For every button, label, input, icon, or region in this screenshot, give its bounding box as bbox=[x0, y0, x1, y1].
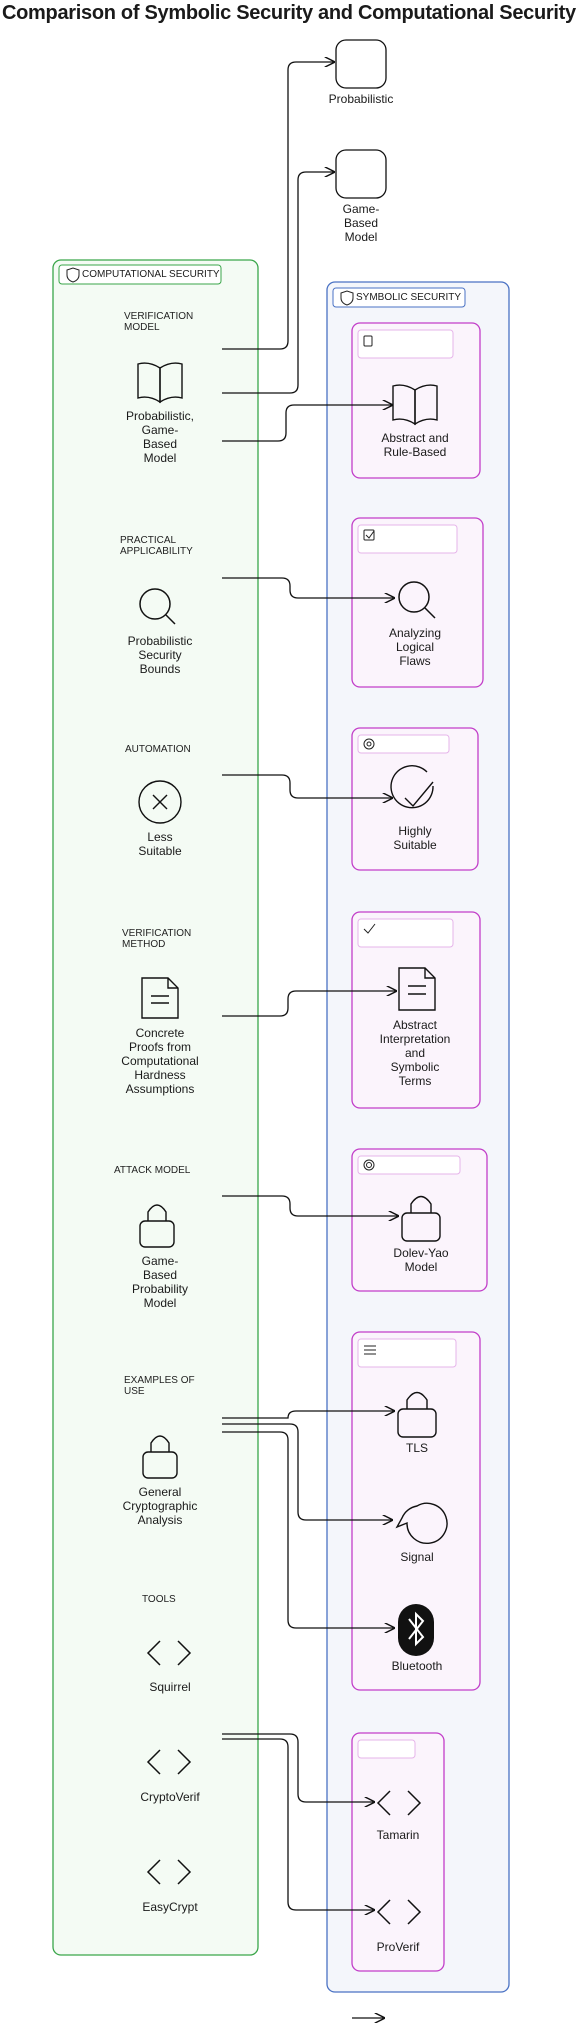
symbolic-label-tls: TLS bbox=[405, 1441, 428, 1455]
group-logical bbox=[351, 517, 484, 688]
code-icon bbox=[146, 1640, 192, 1666]
group-tools bbox=[351, 1732, 445, 1972]
symbolic-label-logical: Analyzing Logical Flaws bbox=[388, 626, 442, 668]
lock-icon bbox=[401, 1195, 441, 1242]
bluetooth-icon bbox=[398, 1604, 434, 1656]
book-icon bbox=[392, 384, 438, 426]
symbolic-label-tamarin: Tamarin bbox=[376, 1828, 420, 1842]
checkbox-small-icon bbox=[363, 529, 375, 541]
group-abstract bbox=[351, 322, 481, 479]
game-based-node-label: Game- Based Model bbox=[342, 202, 380, 244]
symbolic-label-signal: Signal bbox=[400, 1550, 434, 1564]
symbolic-label-proverif: ProVerif bbox=[376, 1940, 420, 1954]
page-title: Comparison of Symbolic Security and Comp… bbox=[2, 2, 576, 24]
group-dolev bbox=[351, 1148, 488, 1292]
gear-small-icon bbox=[363, 738, 375, 750]
computational-label: Concrete Proofs from Computational Hardn… bbox=[121, 1026, 199, 1096]
code-icon bbox=[376, 1899, 422, 1925]
computational-label: Probabilistic Security Bounds bbox=[127, 634, 193, 676]
symbolic-label-bluetooth: Bluetooth bbox=[391, 1659, 443, 1673]
computational-lane bbox=[52, 259, 259, 1956]
lock-icon bbox=[139, 1204, 175, 1248]
probabilistic-node bbox=[335, 39, 387, 89]
probabilistic-node-label: Probabilistic bbox=[328, 92, 394, 106]
group-examples bbox=[351, 1331, 481, 1691]
computational-label: General Cryptographic Analysis bbox=[122, 1485, 198, 1527]
symbolic-label-suitable: Highly Suitable bbox=[393, 824, 437, 852]
caption-practical-applicability: PRACTICAL APPLICABILITY bbox=[120, 535, 193, 557]
symbolic-label-dolev: Dolev-Yao Model bbox=[393, 1246, 449, 1274]
computational-label: Less Suitable bbox=[138, 830, 182, 858]
lock-icon bbox=[142, 1435, 178, 1479]
symbolic-label-abstract: Abstract and Rule-Based bbox=[381, 431, 449, 459]
target-small-icon bbox=[363, 1159, 375, 1171]
code-icon bbox=[146, 1859, 192, 1885]
search-icon bbox=[398, 581, 436, 619]
document-icon bbox=[141, 977, 179, 1019]
book-small-icon bbox=[363, 335, 373, 347]
search-icon bbox=[139, 588, 176, 625]
tool-label-squirrel: Squirrel bbox=[149, 1680, 191, 1694]
shield-icon bbox=[66, 267, 80, 283]
shield-icon bbox=[340, 290, 354, 306]
document-icon bbox=[398, 967, 436, 1011]
caption-examples-of-use: EXAMPLES OF USE bbox=[124, 1375, 195, 1397]
lock-icon bbox=[397, 1391, 437, 1438]
caption-automation: AUTOMATION bbox=[125, 744, 191, 755]
symbolic-label-interpretation: Abstract Interpretation and Symbolic Ter… bbox=[379, 1018, 451, 1088]
tool-label-easycrypt: EasyCrypt bbox=[142, 1900, 198, 1914]
computational-label: Game- Based Probability Model bbox=[131, 1254, 189, 1310]
group-suitable bbox=[351, 727, 479, 871]
caption-verification-method: VERIFICATION METHOD bbox=[122, 928, 192, 950]
check-small-icon bbox=[363, 923, 376, 934]
caption-attack-model: ATTACK MODEL bbox=[114, 1165, 191, 1176]
symbolic-lane-header: SYMBOLIC SECURITY bbox=[356, 292, 462, 303]
book-icon bbox=[137, 362, 183, 404]
chat-bubble-icon bbox=[395, 1502, 448, 1545]
close-circle-icon bbox=[138, 780, 182, 824]
caption-verification-model: VERIFICATION MODEL bbox=[124, 311, 194, 333]
list-small-icon bbox=[364, 1345, 376, 1355]
computational-label: Probabilistic, Game- Based Model bbox=[125, 409, 195, 465]
code-icon bbox=[376, 1790, 422, 1816]
caption-tools: TOOLS bbox=[142, 1594, 176, 1605]
computational-lane-header: COMPUTATIONAL SECURITY bbox=[82, 269, 220, 280]
tool-label-cryptoverif: CryptoVerif bbox=[140, 1790, 200, 1804]
code-icon bbox=[146, 1749, 192, 1775]
game-based-node bbox=[335, 149, 387, 199]
